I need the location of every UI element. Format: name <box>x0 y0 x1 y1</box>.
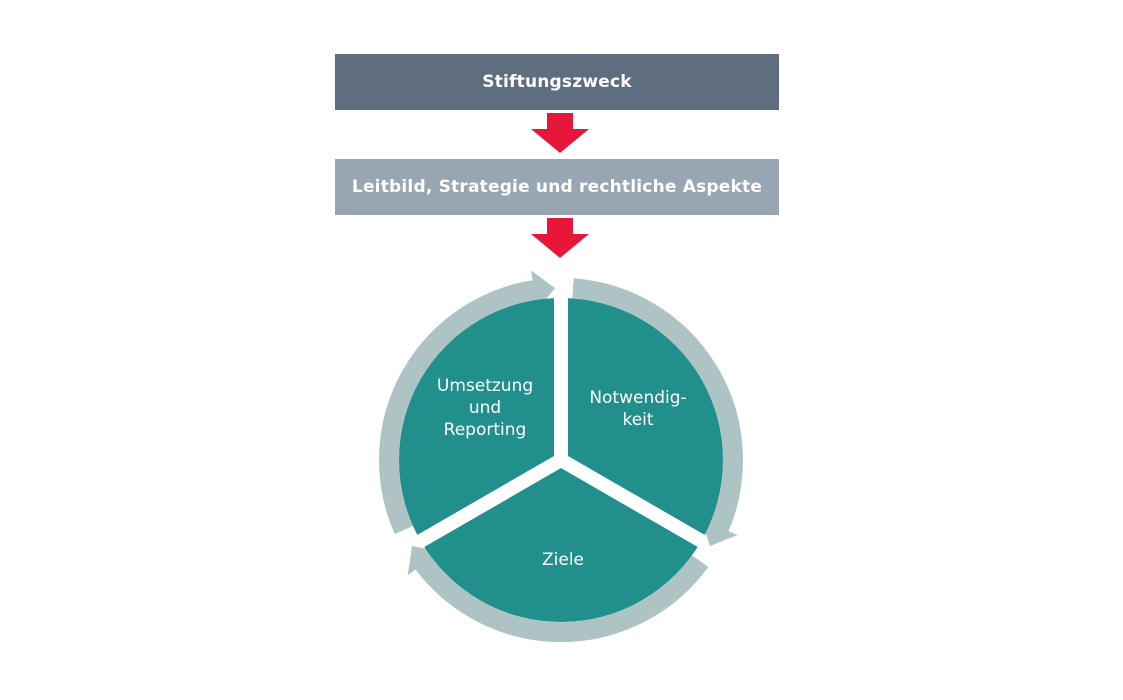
segment-label-line: Reporting <box>444 420 527 440</box>
segment-label-line: keit <box>622 410 653 430</box>
segment-label-line: und <box>469 398 501 418</box>
segment-divider <box>414 453 565 549</box>
ring-arc <box>572 278 743 535</box>
segment-label: Ziele <box>542 550 584 570</box>
segment-label-line: Ziele <box>542 550 584 570</box>
purpose-box: Stiftungszweck <box>335 54 779 110</box>
strategy-box: Leitbild, Strategie und rechtliche Aspek… <box>335 159 779 215</box>
ring-arrow-icon <box>700 519 738 546</box>
segment-label: Notwendig-keit <box>589 388 686 430</box>
cycle-segments <box>398 295 724 623</box>
segment-label-line: Notwendig- <box>589 388 686 408</box>
strategy-label: Leitbild, Strategie und rechtliche Aspek… <box>351 177 763 197</box>
segment-divider <box>557 453 708 549</box>
ring-arc <box>379 279 539 535</box>
down-arrow-icon <box>531 113 589 153</box>
ring-arc <box>413 555 709 643</box>
purpose-label: Stiftungszweck <box>482 72 632 92</box>
down-arrow-icon <box>531 218 589 258</box>
segment-label-line: Umsetzung <box>437 376 533 396</box>
